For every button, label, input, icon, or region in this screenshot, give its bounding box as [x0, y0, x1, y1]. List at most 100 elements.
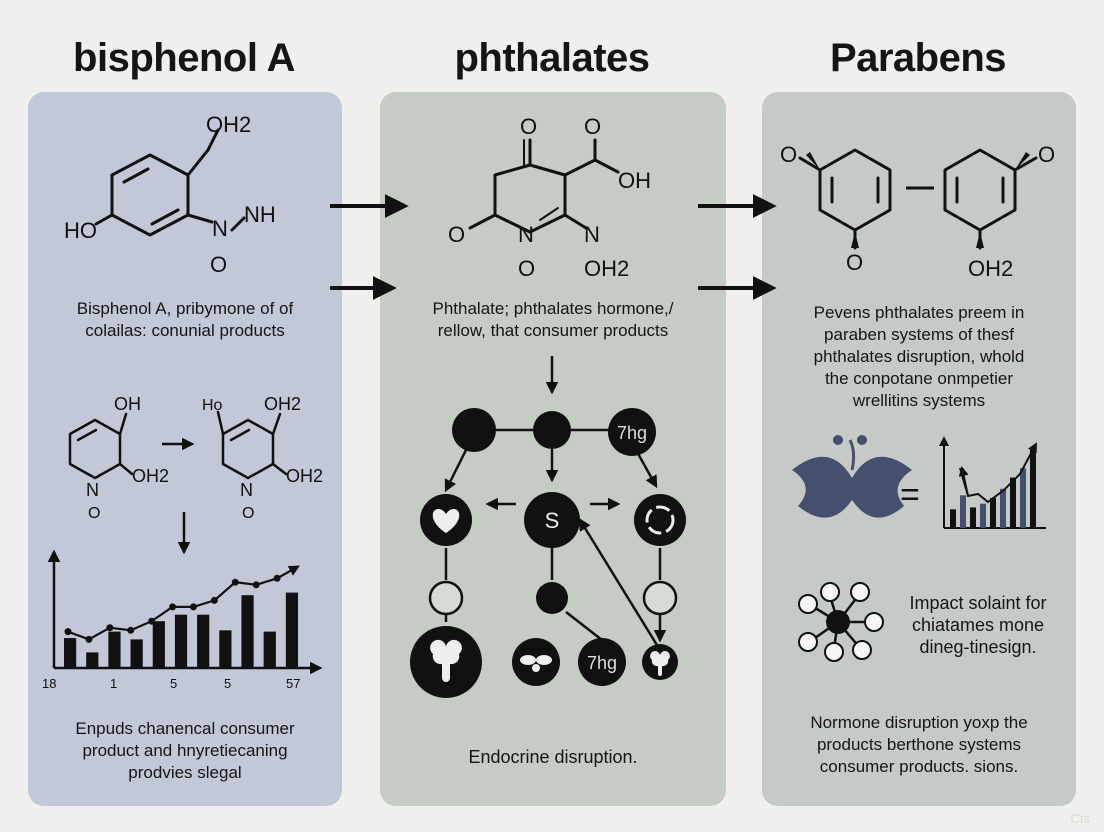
- bpa-bottom-line: product and hnyretiecaning: [82, 741, 288, 760]
- wedge-bond: [1015, 152, 1030, 170]
- wing-icon: [536, 655, 552, 665]
- parabens-bottom-line: products berthone systems: [816, 735, 1022, 754]
- small-a-label-n: N: [86, 480, 99, 500]
- network-node: [798, 594, 818, 614]
- chart-bar: [219, 630, 232, 668]
- paraben-mini-chart: [939, 436, 1046, 529]
- bpa-label-ho: HO: [64, 218, 97, 243]
- bpa-bottom-text: Enpuds chanencal consumer product and hn…: [30, 718, 340, 784]
- phth-label-o2: O: [584, 114, 601, 139]
- paraben-molecule-right: [943, 148, 1038, 250]
- apple-icon: [792, 456, 912, 518]
- bpa-molecule: [94, 128, 220, 237]
- phthalates-description-line: Phthalate; phthalates hormone,/: [432, 299, 674, 318]
- parabens-description-line: Pevens phthalates preem in: [813, 303, 1025, 322]
- node-empty-left: [428, 580, 464, 616]
- phth-label-o1: O: [520, 114, 537, 139]
- bpa-description: Bisphenol A, pribymone of of colailas: c…: [30, 298, 340, 342]
- equals-sign: =: [900, 476, 920, 514]
- trefoil-small-icon: [650, 651, 670, 676]
- chart-bar: [64, 638, 77, 668]
- network-node: [864, 612, 884, 632]
- chart-bar: [197, 614, 210, 668]
- heart-icon: [432, 509, 460, 533]
- leaf-icon: [857, 435, 867, 445]
- bpa-ring: [110, 153, 190, 237]
- bee-body-icon: [532, 664, 540, 672]
- small-b-label-n: N: [240, 480, 253, 500]
- wedge-bond: [851, 232, 859, 248]
- node-mid-center: [536, 582, 568, 614]
- node-top-left: [452, 408, 496, 452]
- chart-bar: [174, 614, 188, 668]
- bpa-small-molecule-a: [68, 412, 134, 480]
- bpa-description-line: Bisphenol A, pribymone of of: [76, 299, 294, 318]
- mini-bar: [990, 498, 996, 528]
- phthalates-network: [444, 428, 667, 651]
- network-node: [820, 582, 840, 602]
- node-empty-right: [642, 580, 678, 616]
- small-b-label-o: O: [242, 505, 254, 522]
- node-label-7hg-2: 7hg: [587, 653, 617, 673]
- impact-line: chiatames mone: [911, 615, 1045, 635]
- mini-bar: [960, 495, 966, 528]
- chart-bar: [285, 592, 299, 668]
- network-center: [826, 610, 850, 634]
- watermark: Cts: [1070, 811, 1091, 826]
- bpa-label-o: O: [210, 252, 227, 277]
- chart-bar: [152, 621, 165, 668]
- bpa-description-line: colailas: conunial products: [85, 321, 285, 340]
- phth-label-oh2: OH2: [584, 256, 629, 281]
- mini-bar: [1020, 468, 1026, 528]
- bpa-label-n: N: [212, 216, 228, 241]
- wing-icon: [520, 655, 536, 665]
- phthalates-molecule: [468, 138, 620, 234]
- bpa-bond: [230, 216, 246, 232]
- phth-label-n1: N: [518, 222, 534, 247]
- chart-trend-line: [67, 565, 300, 641]
- chart-bar: [130, 639, 143, 668]
- node-top-right: [608, 408, 656, 456]
- wedge-bond: [806, 152, 820, 170]
- mini-arrow: [958, 466, 969, 497]
- stem-icon: [848, 439, 856, 471]
- paraben-label-o3: O: [846, 250, 863, 275]
- mini-bar: [1030, 449, 1036, 528]
- phthalates-description: Phthalate; phthalates hormone,/ rellow, …: [385, 298, 721, 342]
- impact-line: Impact solaint for: [909, 593, 1047, 613]
- chart-bar: [241, 595, 254, 668]
- panel-parabens: [762, 92, 1076, 806]
- mini-bar: [970, 507, 976, 528]
- small-a-label-oh2: OH2: [132, 466, 169, 486]
- chart-tick-label: 18: [42, 676, 56, 691]
- bpa-small-molecule-b: [216, 410, 288, 480]
- parabens-bottom-line: Normone disruption yoxp the: [810, 713, 1028, 732]
- parabens-description-line: wrellitins systems: [852, 391, 986, 410]
- phth-label-o4: O: [518, 256, 535, 281]
- small-b-label-oh2-2: OH2: [286, 466, 323, 486]
- title-phthalates: phthalates: [454, 36, 650, 80]
- mini-bar: [1000, 488, 1006, 528]
- network-node: [852, 640, 872, 660]
- mini-bar: [950, 509, 956, 528]
- parabens-bottom-line: consumer products. sions.: [819, 757, 1019, 776]
- small-b-label-ho: Ho: [202, 397, 223, 414]
- title-parabens: Parabens: [829, 36, 1007, 80]
- chart-tick-label: 5: [170, 676, 177, 691]
- phth-label-n2: N: [584, 222, 600, 247]
- chart-bar: [263, 631, 276, 668]
- node-top-center: [533, 411, 571, 449]
- node-center: [524, 492, 580, 548]
- paraben-molecule-left: [798, 148, 892, 250]
- parabens-impact-text: Impact solaint for chiatames mone dineg-…: [888, 592, 1068, 658]
- phth-label-o3: O: [448, 222, 465, 247]
- chart-tick-label: 1: [110, 676, 117, 691]
- bpa-label-nh: NH: [244, 202, 276, 227]
- paraben-label-o2: O: [1038, 142, 1055, 167]
- hormone-disruption-icon: [792, 435, 912, 518]
- parabens-description-line: the conpotane onmpetier: [824, 369, 1014, 388]
- small-b-label-oh2: OH2: [264, 394, 301, 414]
- parabens-description: Pevens phthalates preem in paraben syste…: [764, 302, 1074, 412]
